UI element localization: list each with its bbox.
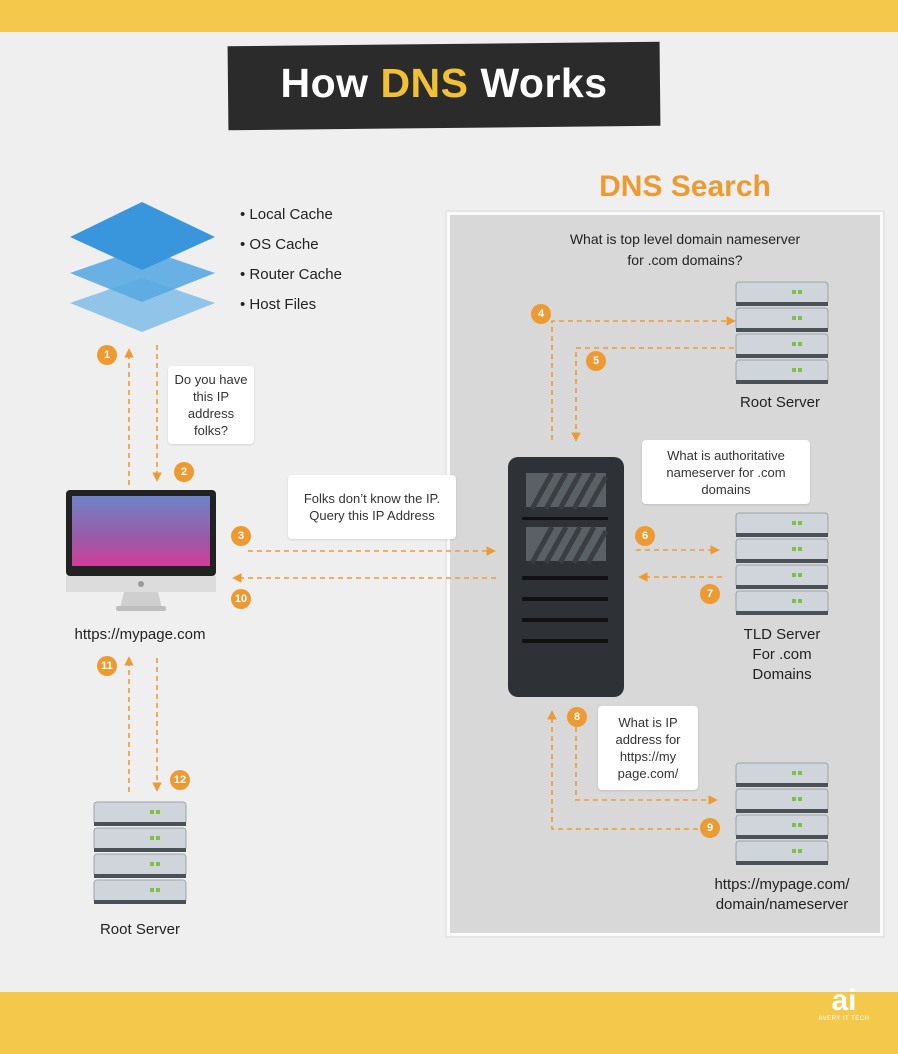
tld-server-icon — [735, 512, 829, 615]
brand-logo: ai — [831, 984, 857, 1017]
step-badge-9: 9 — [700, 818, 720, 838]
cache-item: Host Files — [240, 290, 342, 320]
bubble-authoritative: What is authoritative nameserver for .co… — [642, 440, 810, 504]
flow-arrows — [124, 316, 736, 830]
tld-server-label: TLD Server For .com Domains — [700, 625, 864, 685]
step-badge-1: 1 — [97, 345, 117, 365]
step-badge-11: 11 — [97, 656, 117, 676]
auth-server-label: https://mypage.com/ domain/nameserver — [690, 875, 874, 915]
auth-server-line1: https://mypage.com/ — [714, 876, 850, 893]
resolver-server-icon — [508, 457, 624, 697]
root-server-right-icon — [735, 281, 829, 384]
step-badge-4: 4 — [531, 304, 551, 324]
root-server-left-icon — [93, 801, 187, 904]
step-badge-8: 8 — [567, 707, 587, 727]
arrow-step-9 — [547, 710, 716, 830]
step-badge-10: 10 — [231, 589, 251, 609]
brand-name: AVERY IT TECH — [818, 1016, 870, 1022]
step-badge-6: 6 — [635, 526, 655, 546]
tld-server-line3: Domains — [752, 666, 812, 683]
monitor-icon — [66, 490, 216, 611]
cache-item: Router Cache — [240, 260, 342, 290]
root-server-right-label: Root Server — [739, 394, 821, 411]
step-badge-3: 3 — [231, 526, 251, 546]
client-url-label: https://mypage.com — [74, 626, 206, 643]
bubble-ip-address-for: What is IP address for https://my page.c… — [598, 706, 698, 790]
cache-layers-icon — [70, 202, 215, 332]
tld-server-line2: For .com — [752, 646, 812, 663]
tld-question: What is top level domain nameserver for … — [569, 231, 801, 268]
auth-server-line2: domain/nameserver — [715, 896, 849, 913]
title-suffix: Works — [480, 60, 608, 106]
page-title: How DNS Works — [228, 60, 660, 107]
root-server-left-label: Root Server — [99, 921, 181, 938]
tld-server-line1: TLD Server — [743, 626, 821, 643]
bubble-have-ip: Do you have this IP address folks? — [168, 366, 254, 444]
step-badge-7: 7 — [700, 584, 720, 604]
auth-server-icon — [735, 762, 829, 865]
cache-list: Local Cache OS Cache Router Cache Host F… — [240, 200, 342, 320]
bubble-folks-dont-know: Folks don’t know the IP. Query this IP A… — [288, 475, 456, 539]
step-badge-5: 5 — [586, 351, 606, 371]
brand-mark: ai AVERY IT TECH — [804, 984, 884, 1023]
title-highlight: DNS — [380, 60, 469, 106]
step-badge-12: 12 — [170, 770, 190, 790]
arrow-step-8 — [575, 718, 718, 805]
cache-item: OS Cache — [240, 230, 342, 260]
title-prefix: How — [280, 60, 369, 106]
arrow-step-4 — [551, 316, 736, 440]
arrow-step-5 — [571, 347, 734, 442]
cache-item: Local Cache — [240, 200, 342, 230]
step-badge-2: 2 — [174, 462, 194, 482]
dns-search-title: DNS Search — [599, 170, 771, 203]
